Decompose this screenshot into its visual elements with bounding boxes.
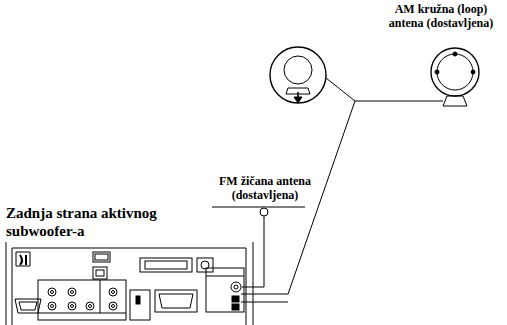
detail-magnifier bbox=[270, 47, 355, 103]
panel-title: Zadnja strana aktivnog subwoofer-a bbox=[6, 204, 206, 240]
fm-antenna bbox=[212, 207, 305, 287]
am-antenna-label: AM kružna (loop) antena (dostavljena) bbox=[380, 2, 502, 31]
fm-antenna-label: FM žičana antena (dostavljena) bbox=[206, 174, 324, 203]
subwoofer-panel bbox=[6, 242, 253, 325]
